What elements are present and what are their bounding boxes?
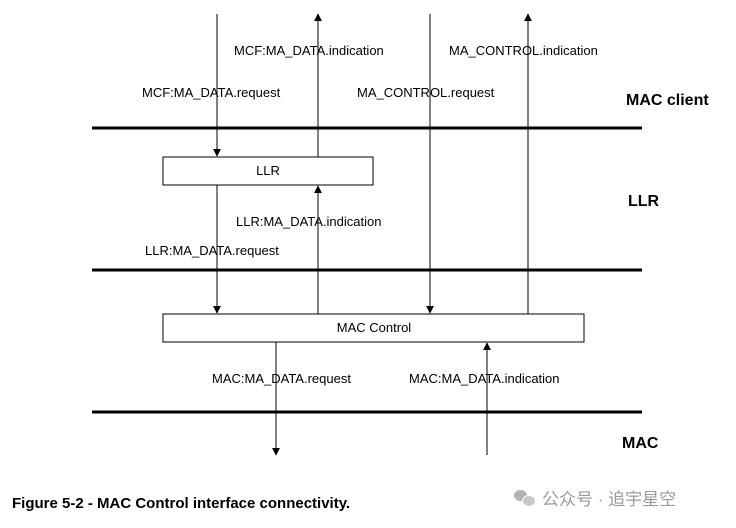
watermark-text: 公众号 · 追宇星空 [542, 490, 677, 509]
mcf-request-label: MCF:MA_DATA.request [142, 85, 281, 100]
mac-control-box [162, 313, 585, 343]
control-indication-label: MA_CONTROL.indication [449, 43, 598, 58]
llr-layer-label: LLR [628, 193, 660, 210]
mcf-indication-label: MCF:MA_DATA.indication [234, 43, 384, 58]
llr-box [162, 156, 374, 186]
figure-caption: Figure 5-2 - MAC Control interface conne… [12, 495, 351, 512]
llr-request-label: LLR:MA_DATA.request [145, 243, 279, 258]
control-request-label: MA_CONTROL.request [357, 85, 495, 100]
mac-layer-label: MAC [622, 435, 659, 452]
mac-request-label: MAC:MA_DATA.request [212, 371, 351, 386]
mac-indication-label: MAC:MA_DATA.indication [409, 371, 560, 386]
wechat-icon [514, 489, 536, 507]
mac-client-layer-label: MAC client [626, 92, 709, 109]
llr-indication-label: LLR:MA_DATA.indication [236, 214, 381, 229]
mac-control-box-label: MAC Control [337, 320, 412, 335]
llr-box-label: LLR [256, 163, 280, 178]
watermark: 公众号 · 追宇星空 [514, 485, 676, 510]
